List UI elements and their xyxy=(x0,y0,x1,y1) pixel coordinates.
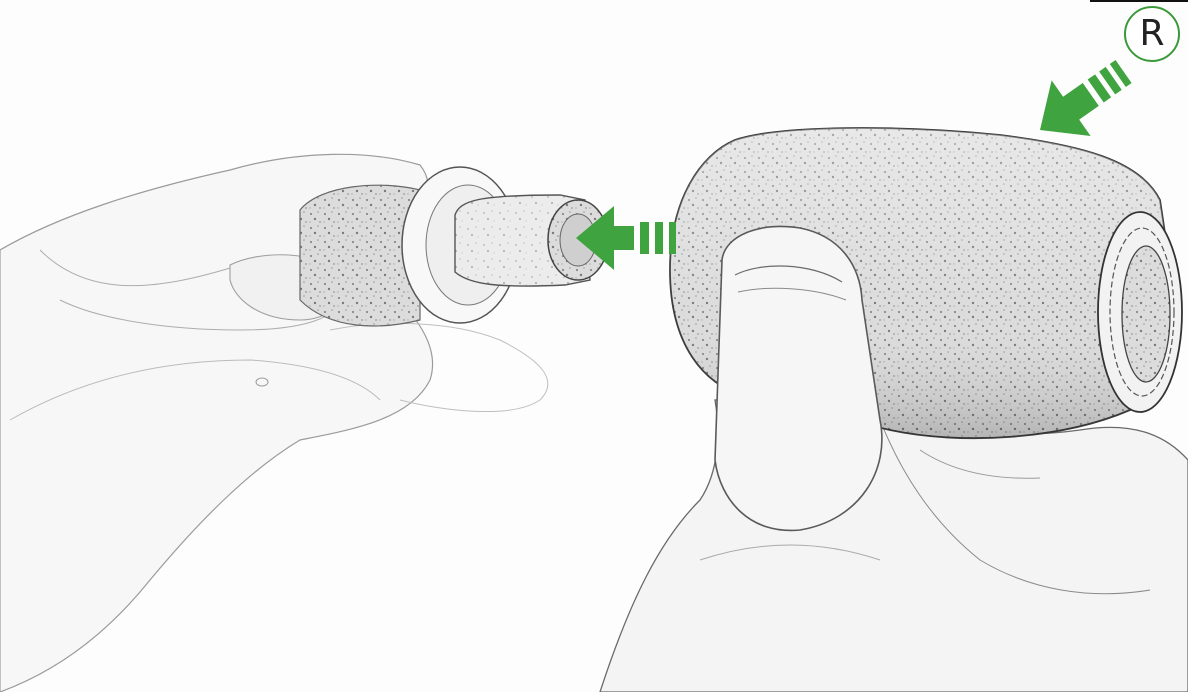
r-badge-label: R xyxy=(1139,16,1164,52)
right-hand xyxy=(600,400,1188,692)
right-thumb xyxy=(715,227,882,531)
r-badge: R xyxy=(1124,6,1180,62)
inner-bushing xyxy=(300,167,608,326)
